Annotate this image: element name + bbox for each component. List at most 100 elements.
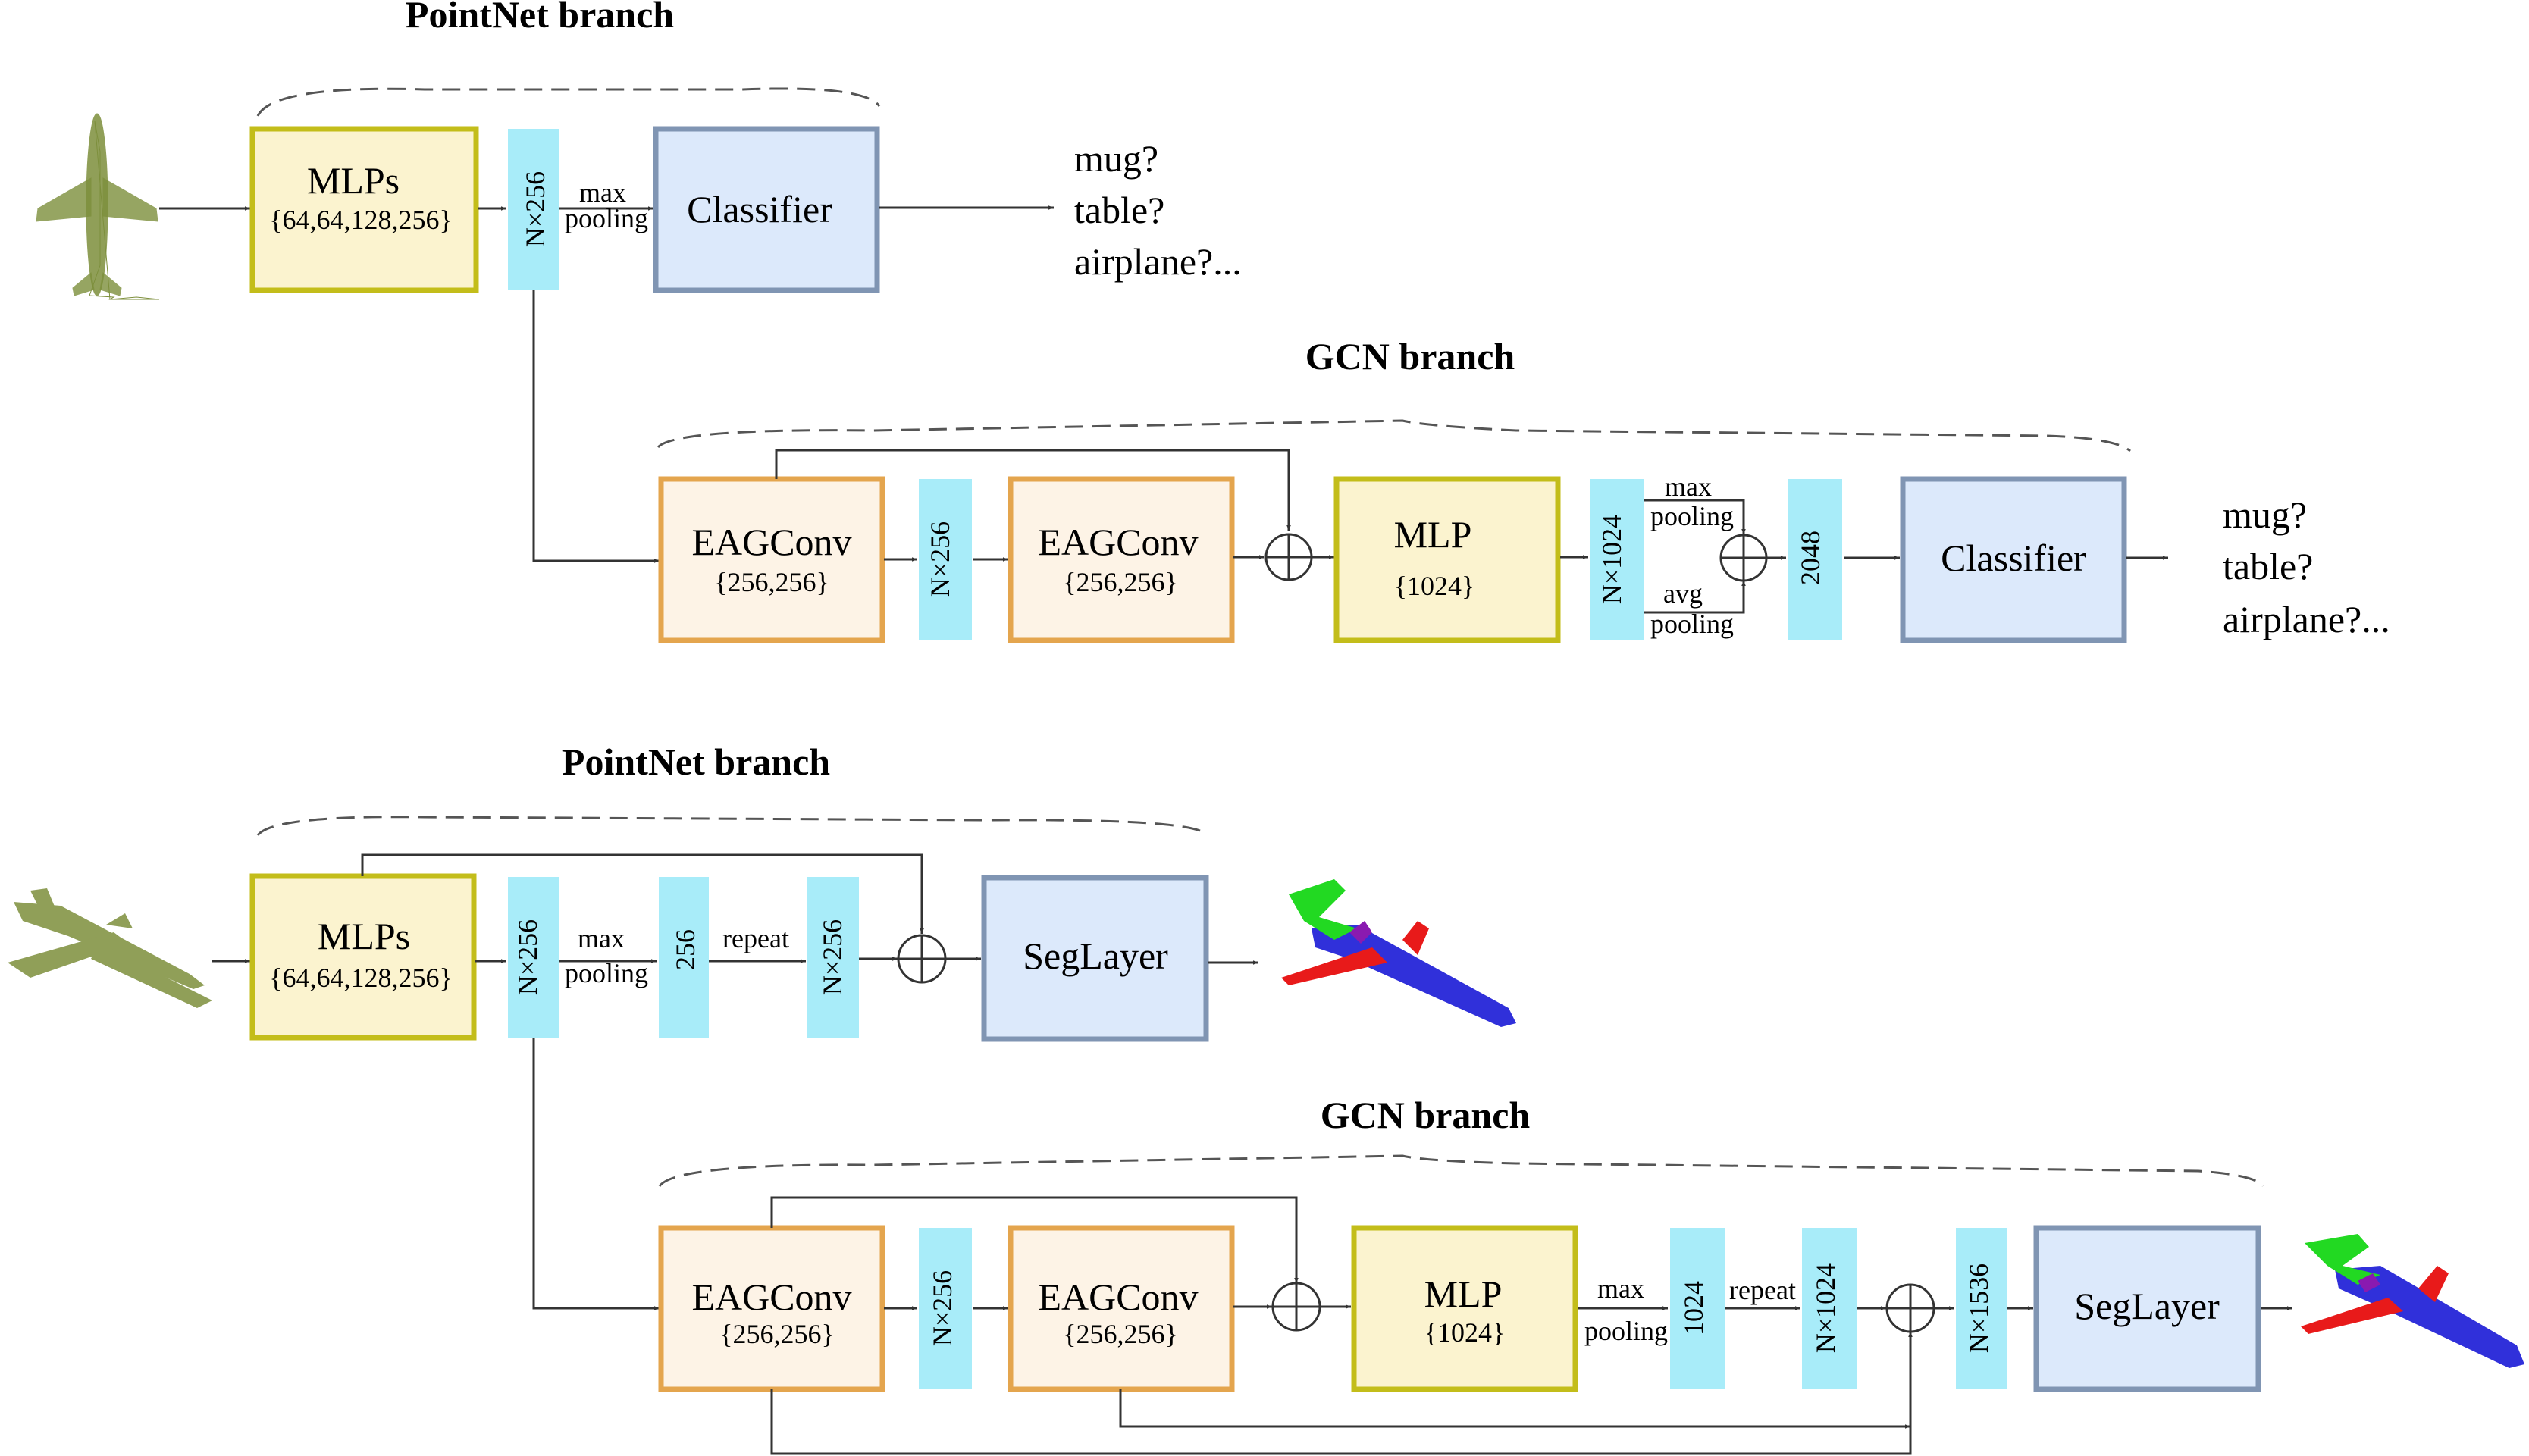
seg-pn-feat3-label: N×256 bbox=[817, 919, 848, 995]
seg-pn-feat1-label: N×256 bbox=[512, 919, 543, 995]
seg-eag1-label: EAGConv bbox=[691, 1276, 851, 1318]
cls-gcn-max-path bbox=[1644, 499, 1746, 534]
seg-pn-mlp-sub: {64,64,128,256} bbox=[269, 963, 453, 993]
cls-gcn-avg-top: avg bbox=[1663, 578, 1703, 609]
cls-pointnet-branch: PointNet branch MLPs {64,64,128,256} N×2… bbox=[36, 0, 1242, 563]
seg-pn-to-gcn-link bbox=[532, 1038, 660, 1310]
seg-gcn-feat2-label: 1024 bbox=[1678, 1281, 1709, 1335]
seg-gcn-feat4-bar: N×1536 bbox=[1956, 1228, 2007, 1389]
seg-pn-feat2-label: 256 bbox=[670, 929, 700, 970]
seg-eag2-label: EAGConv bbox=[1038, 1276, 1198, 1318]
seg-gcn-feat4-label: N×1536 bbox=[1963, 1263, 1994, 1353]
cls-eag1-sub: {256,256} bbox=[714, 567, 829, 597]
cls-pn-output-1: mug? bbox=[1074, 137, 1158, 180]
seg-gcn-add-1-icon bbox=[1271, 1282, 1321, 1332]
seg-gcn-pool-bottom: pooling bbox=[1584, 1316, 1668, 1346]
cls-eag1-label: EAGConv bbox=[691, 521, 851, 563]
cls-eag2-label: EAGConv bbox=[1038, 521, 1198, 563]
cls-pn-output-3: airplane?... bbox=[1074, 240, 1242, 283]
seg-pn-skip-connection bbox=[361, 853, 924, 934]
seg-eag1-sub: {256,256} bbox=[719, 1319, 835, 1349]
cls-pn-to-gcn-link bbox=[532, 290, 660, 563]
cls-gcn-max-top: max bbox=[1665, 471, 1712, 502]
segmented-airplane-icon bbox=[1281, 879, 1516, 1027]
cls-pn-feature-bar: N×256 bbox=[508, 129, 559, 290]
cls-pointnet-brace bbox=[256, 87, 881, 117]
cls-gcn-max-bottom: pooling bbox=[1650, 501, 1734, 531]
seg-gcn-brace bbox=[658, 1154, 2264, 1187]
cls-pn-feat-label: N×256 bbox=[520, 171, 550, 247]
cls-pn-mlp-box: MLPs {64,64,128,256} bbox=[249, 126, 479, 293]
cls-gcn-brace bbox=[657, 419, 2131, 452]
seg-gcn-eag1-feedback bbox=[770, 1332, 1913, 1455]
cls-gcn-feat2-label: N×1024 bbox=[1597, 515, 1627, 604]
cls-eag2-sub: {256,256} bbox=[1063, 567, 1178, 597]
seg-eag2-sub: {256,256} bbox=[1063, 1319, 1178, 1349]
seg-gcn-eag2-feedback bbox=[1119, 1389, 1910, 1429]
cls-gcn-output-2: table? bbox=[2223, 545, 2313, 587]
seg-pn-repeat: repeat bbox=[722, 923, 789, 953]
cls-eag2-box: EAGConv {256,256} bbox=[1008, 476, 1235, 643]
cls-gcn-mlp-sub: {1024} bbox=[1394, 571, 1475, 601]
cls-gcn-feat3-bar: 2048 bbox=[1788, 479, 1842, 640]
seg-pn-mlp-label: MLPs bbox=[318, 915, 410, 957]
cls-gcn-avg-bottom: pooling bbox=[1650, 609, 1734, 639]
cls-gcn-add-1-icon bbox=[1264, 533, 1313, 581]
cls-eag1-box: EAGConv {256,256} bbox=[658, 476, 885, 643]
seg-pn-feat1-bar: N×256 bbox=[508, 877, 559, 1038]
seg-gcn-mlp-label: MLP bbox=[1424, 1273, 1503, 1315]
seg-pn-feat3-bar: N×256 bbox=[807, 877, 859, 1038]
cls-gcn-feat3-label: 2048 bbox=[1795, 531, 1825, 585]
seg-pointnet-title: PointNet branch bbox=[562, 741, 830, 783]
seg-eag1-box: EAGConv {256,256} bbox=[658, 1225, 885, 1392]
segmented-airplane-icon bbox=[2301, 1234, 2524, 1368]
seg-pn-mlp-box: MLPs {64,64,128,256} bbox=[249, 873, 477, 1041]
seg-gcn-seglayer-label: SegLayer bbox=[2074, 1285, 2220, 1327]
seg-pointnet-branch: PointNet branch MLPs {64,64,128,256} N×2… bbox=[8, 741, 1516, 1310]
seg-pn-seglayer-box: SegLayer bbox=[981, 875, 1209, 1042]
seg-gcn-mlp-sub: {1024} bbox=[1424, 1317, 1506, 1348]
seg-pointnet-brace bbox=[256, 816, 1207, 836]
cls-gcn-feat1-label: N×256 bbox=[925, 521, 955, 597]
cls-gcn-title: GCN branch bbox=[1305, 335, 1515, 377]
cls-gcn-skip-connection bbox=[775, 449, 1291, 531]
airplane-point-cloud-icon bbox=[36, 113, 160, 300]
cls-pn-output-2: table? bbox=[1074, 189, 1164, 231]
seg-gcn-seglayer-box: SegLayer bbox=[2033, 1225, 2261, 1392]
cls-pn-pool-bottom: pooling bbox=[565, 203, 648, 233]
cls-pn-mlp-sub: {64,64,128,256} bbox=[269, 205, 453, 235]
cls-gcn-classifier-label: Classifier bbox=[1941, 537, 2086, 579]
seg-gcn-skip-connection bbox=[770, 1196, 1299, 1283]
cls-gcn-feat2-bar: N×1024 bbox=[1590, 479, 1644, 640]
cls-gcn-mlp-label: MLP bbox=[1394, 513, 1472, 556]
seg-gcn-add-2-icon bbox=[1885, 1283, 1935, 1333]
cls-gcn-branch: GCN branch EAGConv {256,256} N×256 EAGCo… bbox=[657, 335, 2390, 643]
seg-pn-pool-bottom: pooling bbox=[565, 958, 648, 988]
seg-gcn-mlp-box: MLP {1024} bbox=[1351, 1225, 1578, 1392]
seg-pn-feat2-bar: 256 bbox=[659, 877, 709, 1038]
seg-pn-add-icon bbox=[897, 934, 947, 984]
seg-gcn-feat2-bar: 1024 bbox=[1670, 1228, 1725, 1389]
seg-gcn-pool-top: max bbox=[1597, 1273, 1644, 1304]
cls-gcn-mlp-box: MLP {1024} bbox=[1333, 476, 1561, 643]
cls-gcn-classifier-box: Classifier bbox=[1900, 476, 2127, 643]
airplane-side-point-cloud-icon bbox=[8, 888, 212, 1008]
seg-pn-seglayer-label: SegLayer bbox=[1023, 935, 1168, 977]
seg-gcn-feat3-bar: N×1024 bbox=[1802, 1228, 1857, 1389]
seg-gcn-feat3-label: N×1024 bbox=[1810, 1263, 1841, 1353]
cls-pn-pool-top: max bbox=[579, 177, 626, 208]
seg-gcn-repeat: repeat bbox=[1729, 1275, 1796, 1305]
cls-gcn-output-1: mug? bbox=[2223, 493, 2307, 536]
seg-gcn-title: GCN branch bbox=[1321, 1094, 1531, 1136]
seg-eag2-box: EAGConv {256,256} bbox=[1008, 1225, 1235, 1392]
seg-pn-pool-top: max bbox=[578, 923, 625, 953]
seg-gcn-feat1-bar: N×256 bbox=[919, 1228, 972, 1389]
seg-gcn-feat1-label: N×256 bbox=[927, 1270, 957, 1346]
cls-gcn-output-3: airplane?... bbox=[2223, 598, 2390, 640]
cls-gcn-add-2-icon bbox=[1719, 534, 1768, 582]
cls-pn-classifier-label: Classifier bbox=[687, 188, 832, 230]
cls-gcn-feat1-bar: N×256 bbox=[919, 479, 972, 640]
cls-pn-mlp-label: MLPs bbox=[307, 159, 400, 202]
cls-pn-classifier-box: Classifier bbox=[653, 126, 880, 293]
